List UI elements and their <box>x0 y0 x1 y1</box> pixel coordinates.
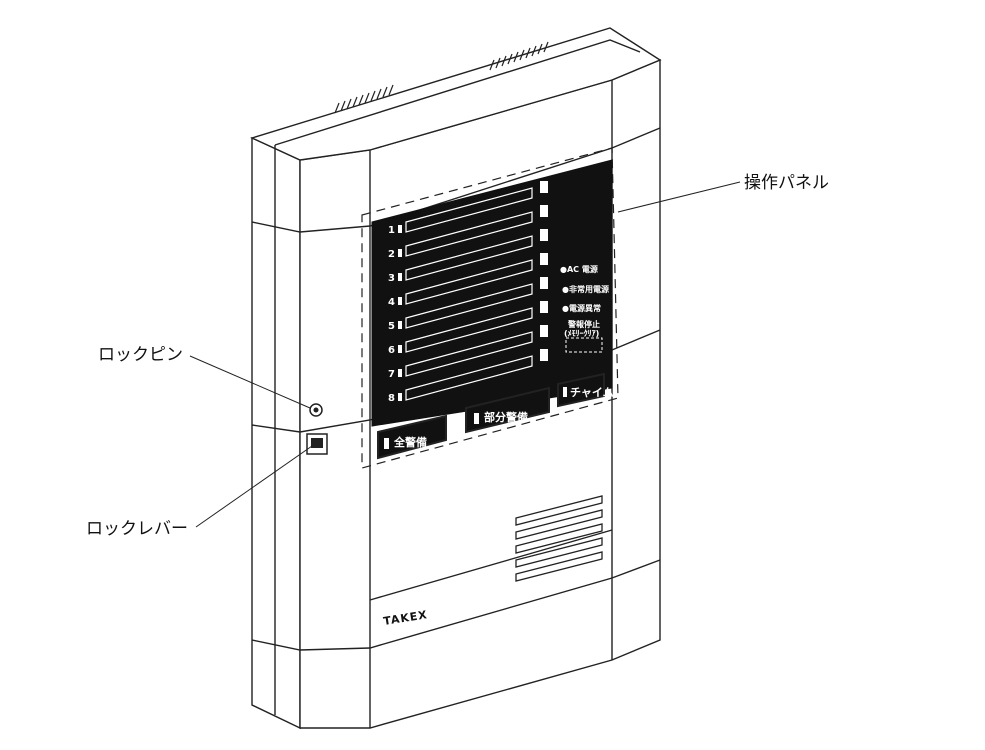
zone-rows: 1 2 3 4 5 6 <box>388 181 548 404</box>
callout-lock-lever: ロックレバー <box>86 445 313 539</box>
panel-label: 操作パネル <box>744 173 829 193</box>
full-guard-button-label: 全警備 <box>393 435 427 449</box>
partial-guard-button-label: 部分警備 <box>484 410 528 424</box>
status-indicators: ●AC 電源 ●非常用電源 ●電源異常 警報停止 (ﾒﾓﾘｰｸﾘｱ) <box>560 264 609 353</box>
lock-lever[interactable] <box>306 433 328 455</box>
zone-number: 3 <box>388 273 395 284</box>
alarm-stop-button[interactable] <box>565 337 603 353</box>
zone-number: 4 <box>388 297 395 308</box>
zone-row: 3 <box>388 229 548 284</box>
power-fault-indicator: ●電源異常 <box>562 303 601 313</box>
top-vents <box>334 41 549 114</box>
zone-row: 4 <box>388 253 548 308</box>
ac-power-indicator: ●AC 電源 <box>560 264 598 274</box>
panel-boundary <box>361 147 619 469</box>
zone-number: 8 <box>388 393 395 404</box>
backup-power-indicator: ●非常用電源 <box>562 284 609 294</box>
zone-number: 1 <box>388 225 395 236</box>
chime-button[interactable]: チャイム <box>557 372 614 408</box>
lock-pin[interactable] <box>309 403 323 417</box>
alarm-stop-label: 警報停止 <box>567 319 600 329</box>
zone-row: 6 <box>388 301 548 356</box>
zone-number: 7 <box>388 369 395 380</box>
zone-row: 7 <box>388 325 548 380</box>
zone-number: 6 <box>388 345 395 356</box>
zone-number: 2 <box>388 249 395 260</box>
speaker-grille <box>515 495 603 582</box>
zone-row: 8 <box>388 349 548 404</box>
full-guard-button[interactable]: 全警備 <box>377 414 447 460</box>
partial-guard-button[interactable]: 部分警備 <box>465 386 550 434</box>
zone-number: 5 <box>388 321 395 332</box>
callout-panel: 操作パネル <box>617 173 829 213</box>
lock-lever-label: ロックレバー <box>86 519 188 539</box>
alarm-stop-sublabel: (ﾒﾓﾘｰｸﾘｱ) <box>564 329 599 338</box>
zone-row: 5 <box>388 277 548 332</box>
zone-row: 2 <box>388 205 548 260</box>
callout-lock-pin: ロックピン <box>98 345 311 409</box>
lock-pin-label: ロックピン <box>98 345 183 365</box>
zone-row: 1 <box>388 181 548 236</box>
chime-button-label: チャイム <box>570 386 614 399</box>
